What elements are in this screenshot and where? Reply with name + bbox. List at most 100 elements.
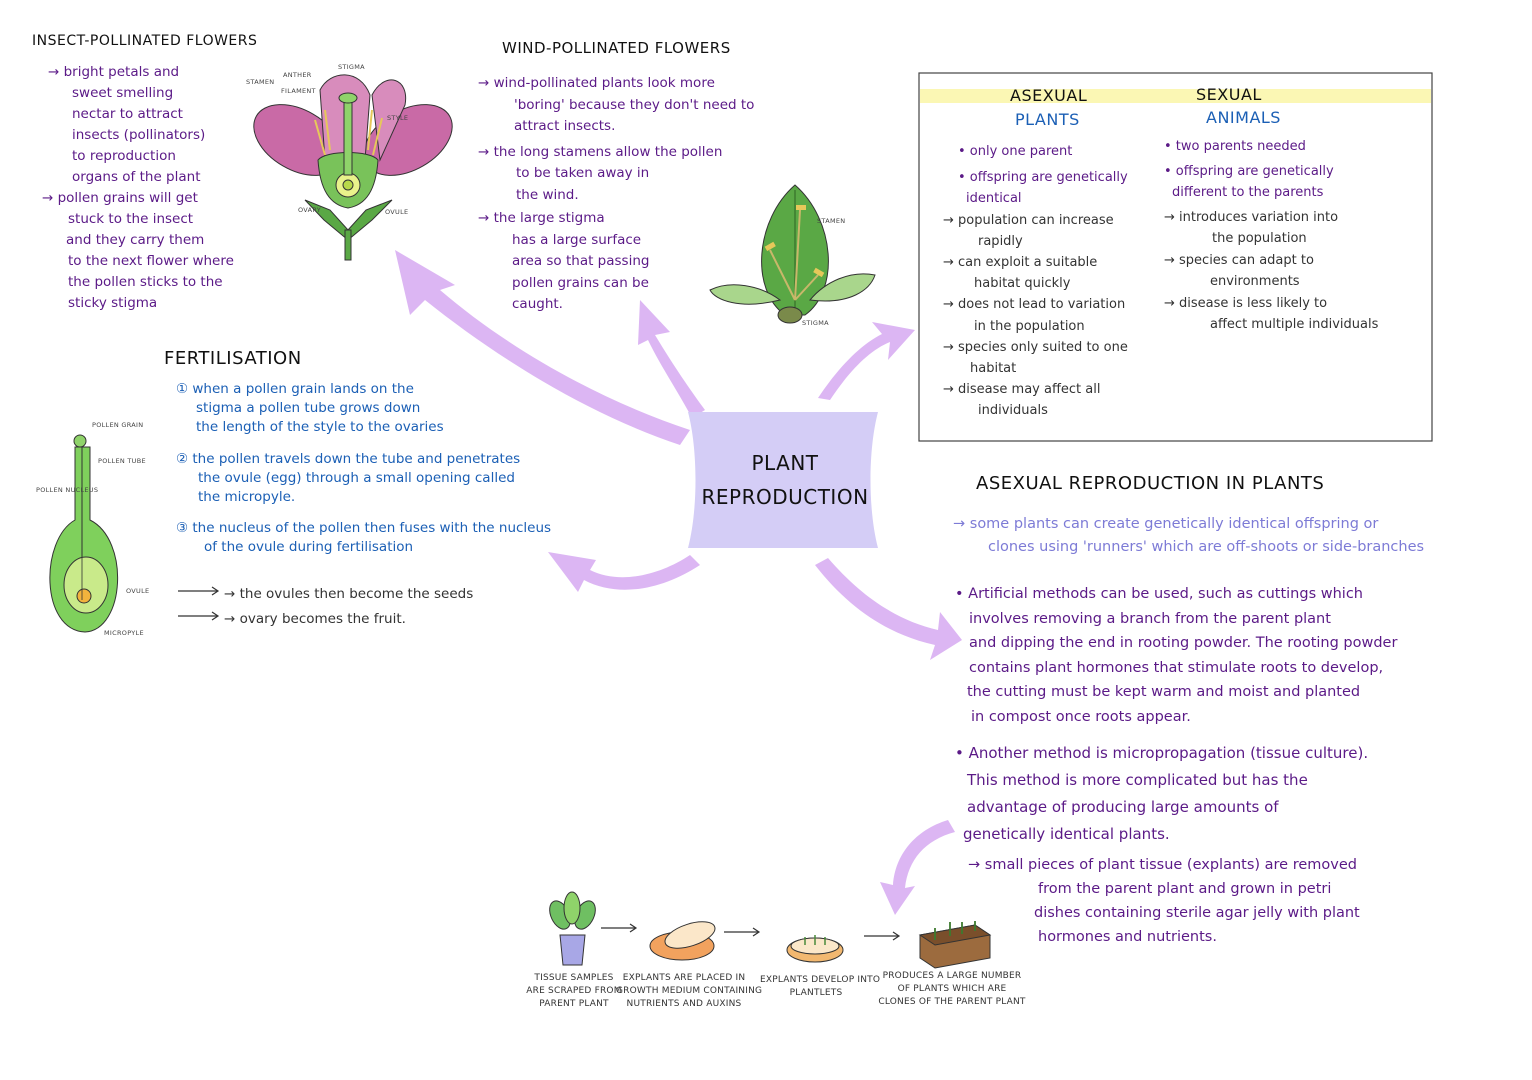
wind-line: 'boring' because they don't need to [514,96,755,113]
step2-line: EXPLANTS ARE PLACED IN [622,973,746,983]
label-stamen: STAMEN [246,78,275,86]
wind-line: caught. [512,296,563,312]
asexual-line: habitat [970,361,1017,377]
insect-line: stuck to the insect [68,211,194,227]
wind-line: → the large stigma [478,210,605,226]
insect-line: and they carry them [66,232,205,248]
label-micropyle: MICROPYLE [104,629,144,637]
label-ovule-fert: OVULE [126,587,150,595]
insect-line: to reproduction [72,148,176,164]
explant-line: → small pieces of plant tissue (explants… [968,857,1357,873]
insect-line: nectar to attract [72,106,183,122]
fertilisation-outcomes: → the ovules then become the seeds → ova… [224,582,473,632]
micro-line: advantage of producing large amounts of [967,798,1279,816]
step-arrows [601,923,901,941]
sexual-line: environments [1210,274,1300,289]
insect-flower-illustration [253,74,453,261]
step1-line: PARENT PLANT [539,999,609,1009]
step4-line: CLONES OF THE PARENT PLANT [878,997,1026,1007]
step3-line: EXPLANTS DEVELOP INTO [760,975,881,985]
arrow-to-steps [880,820,955,915]
fertilisation-title: FERTILISATION [164,348,302,369]
asexual-line: • only one parent [958,144,1073,159]
label-anther: ANTHER [283,71,312,79]
wind-line: to be taken away in [516,165,650,181]
sexual-subtitle: ANIMALS [1206,108,1281,127]
label-pollen-tube: POLLEN TUBE [98,457,146,465]
arrow-to-insect-flowers [395,250,690,445]
step4-line: OF PLANTS WHICH ARE [897,984,1007,994]
insect-line: sweet smelling [72,85,174,101]
artificial-line: in compost once roots appear. [971,708,1191,725]
fert-line: ① when a pollen grain lands on the [176,381,414,397]
wind-flower-illustration [709,184,876,324]
fert-line: of the ovule during fertilisation [204,539,414,555]
micro-line: • Another method is micropropagation (ti… [955,744,1369,762]
wind-line: pollen grains can be [512,274,649,291]
step4-line: PRODUCES A LARGE NUMBER [882,971,1022,981]
sexual-list: • two parents needed • offspring are gen… [1164,136,1378,336]
sexual-line: → disease is less likely to [1164,295,1328,311]
insect-line: the pollen sticks to the [68,274,223,290]
asexual-intro: → some plants can create genetically ide… [953,513,1424,559]
sexual-line: • offspring are genetically [1164,163,1334,179]
asexual-line: rapidly [978,233,1023,249]
asexual-line: in the population [974,318,1085,334]
arrow-to-asexual-plants [815,558,962,660]
mind-map-arrows [395,250,962,915]
step-caption-3: EXPLANTS DEVELOP INTO PLANTLETS [760,974,881,1000]
insect-notes: → bright petals and sweet smelling necta… [42,62,234,314]
center-box-shape [688,412,878,548]
label-pollen-grain: POLLEN GRAIN [92,421,144,429]
artificial-line: contains plant hormones that stimulate r… [969,659,1384,676]
label-ovule: OVULE [385,208,409,216]
asexual-plants-title: ASEXUAL REPRODUCTION IN PLANTS [976,473,1325,494]
explants-notes: → small pieces of plant tissue (explants… [968,853,1360,949]
center-title-line1: PLANT [751,451,819,475]
step-illustrations [549,891,992,969]
wind-line: the wind. [516,186,579,203]
asexual-line: → species only suited to one [943,339,1128,355]
label-ovary: OVARY [298,206,322,214]
step2-line: GROWTH MEDIUM CONTAINING [616,986,763,996]
asexual-line: → does not lead to variation [943,297,1126,313]
sexual-line: the population [1212,231,1307,246]
step1-line: ARE SCRAPED FROM [526,986,622,996]
artificial-line: and dipping the end in rooting powder. T… [969,635,1398,651]
sexual-line: → introduces variation into [1164,209,1339,225]
step1-line: TISSUE SAMPLES [534,973,614,983]
outcome-line: → the ovules then become the seeds [224,586,474,602]
asexual-line: identical [966,191,1022,207]
insect-line: → pollen grains will get [42,190,198,206]
wind-line: has a large surface [512,231,642,248]
wind-line: → the long stamens allow the pollen [478,143,723,160]
fert-line: ③ the nucleus of the pollen then fuses w… [176,520,552,536]
fert-line: the ovule (egg) through a small opening … [198,470,515,486]
step-caption-2: EXPLANTS ARE PLACED IN GROWTH MEDIUM CON… [616,972,763,1011]
label-style: STYLE [387,114,409,122]
sexual-line: affect multiple individuals [1210,317,1379,332]
micro-line: genetically identical plants. [963,825,1170,843]
artificial-line: involves removing a branch from the pare… [969,610,1331,627]
artificial-methods: • Artificial methods can be used, such a… [955,582,1397,729]
wind-line: → wind-pollinated plants look more [478,75,715,91]
insect-line: insects (pollinators) [72,127,206,143]
asexual-line: → population can increase [943,212,1114,228]
intro-line: clones using 'runners' which are off-sho… [988,539,1425,555]
wind-line: area so that passing [512,253,650,269]
fert-line: stigma a pollen tube grows down [196,400,421,416]
asexual-title: ASEXUAL [1010,86,1088,105]
label-stigma: STIGMA [338,63,365,71]
step-caption-4: PRODUCES A LARGE NUMBER OF PLANTS WHICH … [878,970,1026,1009]
artificial-line: • Artificial methods can be used, such a… [955,586,1363,602]
wind-label-stamen: STAMEN [817,217,846,225]
asexual-line: individuals [978,403,1048,419]
label-pollen-nucleus: POLLEN NUCLEUS [36,486,99,494]
ovule-illustration [49,434,118,633]
insect-title: INSECT-POLLINATED FLOWERS [32,33,258,49]
asexual-line: habitat quickly [974,276,1071,292]
fert-line: the length of the style to the ovaries [196,419,444,435]
comparison-box [918,72,1433,442]
center-title: PLANT REPRODUCTION [690,446,880,514]
